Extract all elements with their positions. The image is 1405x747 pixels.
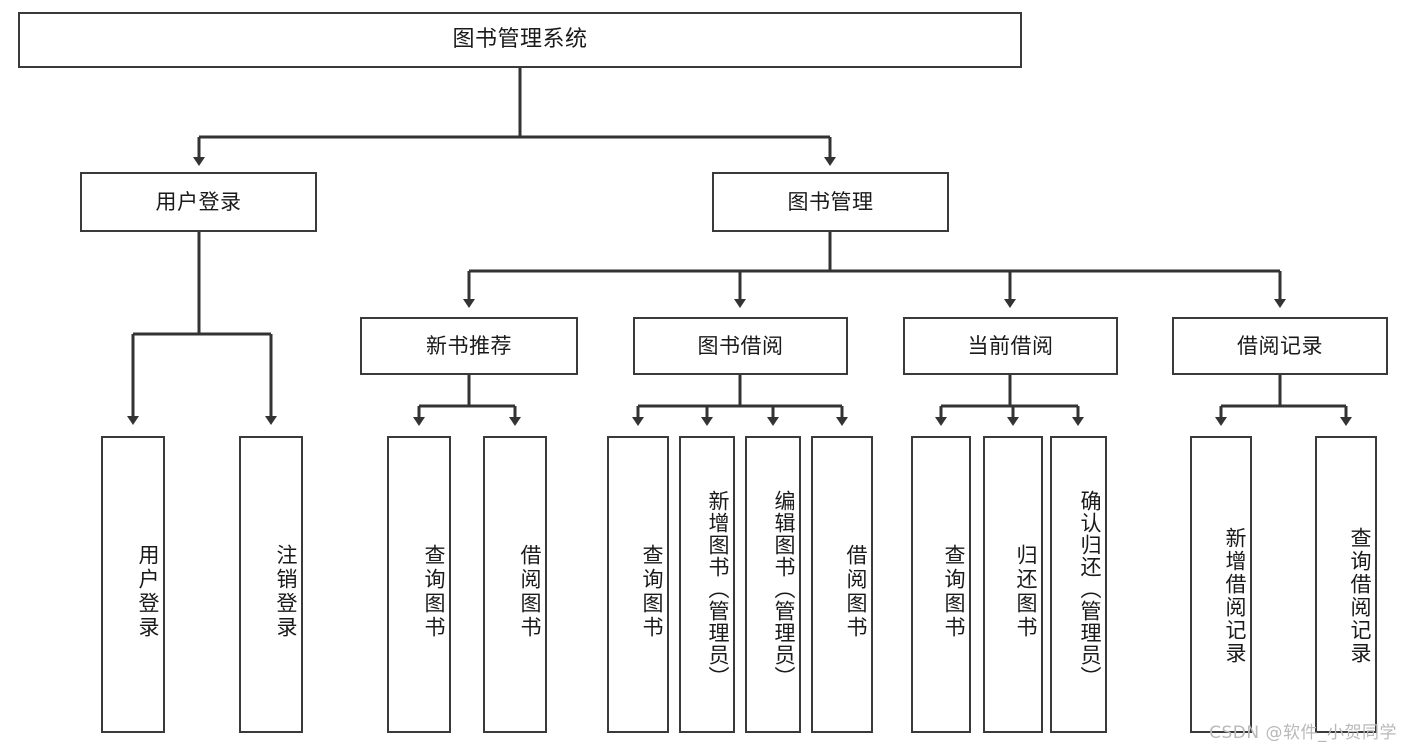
node-book-management[interactable]: 图书管理 <box>712 172 949 232</box>
node-label: 用户登录 <box>155 189 242 214</box>
leaf-borrow-book-borrow[interactable]: 借阅图书 <box>811 436 873 733</box>
node-label: 借阅图书 <box>518 543 542 640</box>
node-label: 图书管理系统 <box>452 27 588 53</box>
node-book-borrow[interactable]: 图书借阅 <box>633 317 848 375</box>
node-label: 新书推荐 <box>426 333 512 358</box>
leaf-query-book-current[interactable]: 查询图书 <box>911 436 971 733</box>
node-borrow-record[interactable]: 借阅记录 <box>1172 317 1388 375</box>
leaf-add-book-admin[interactable]: 新增图书（管理员） <box>679 436 735 733</box>
leaf-borrow-book-recommend[interactable]: 借阅图书 <box>483 436 547 733</box>
node-label: 借阅图书 <box>844 543 868 640</box>
node-new-book-recommend[interactable]: 新书推荐 <box>360 317 578 375</box>
leaf-query-book-recommend[interactable]: 查询图书 <box>387 436 451 733</box>
leaf-logout[interactable]: 注销登录 <box>239 436 303 733</box>
node-label: 注销登录 <box>274 543 298 640</box>
node-root[interactable]: 图书管理系统 <box>18 12 1022 68</box>
node-label: 查询图书 <box>942 543 966 640</box>
node-label: 归还图书 <box>1014 543 1038 640</box>
leaf-query-book-borrow[interactable]: 查询图书 <box>607 436 669 733</box>
node-label: 图书管理 <box>787 189 874 214</box>
node-current-borrow[interactable]: 当前借阅 <box>903 317 1118 375</box>
node-label: 用户登录 <box>136 543 160 640</box>
node-label: 确认归还（管理员） <box>1078 489 1102 688</box>
leaf-add-borrow-record[interactable]: 新增借阅记录 <box>1190 436 1252 733</box>
node-label: 编辑图书（管理员） <box>772 489 796 688</box>
node-label: 当前借阅 <box>967 333 1054 358</box>
node-label: 新增图书（管理员） <box>706 489 730 688</box>
leaf-user-login[interactable]: 用户登录 <box>101 436 165 733</box>
leaf-return-book[interactable]: 归还图书 <box>983 436 1043 733</box>
leaf-edit-book-admin[interactable]: 编辑图书（管理员） <box>745 436 801 733</box>
node-label: 查询借阅记录 <box>1348 526 1372 665</box>
node-label: 新增借阅记录 <box>1223 526 1247 665</box>
watermark-csdn: CSDN @软件_小贺同学 <box>1209 723 1397 743</box>
node-label: 查询图书 <box>640 543 664 640</box>
leaf-confirm-return-admin[interactable]: 确认归还（管理员） <box>1050 436 1107 733</box>
node-label: 图书借阅 <box>697 333 784 358</box>
node-user-login[interactable]: 用户登录 <box>80 172 317 232</box>
node-label: 查询图书 <box>422 543 446 640</box>
node-label: 借阅记录 <box>1237 333 1323 358</box>
leaf-query-borrow-record[interactable]: 查询借阅记录 <box>1315 436 1377 733</box>
